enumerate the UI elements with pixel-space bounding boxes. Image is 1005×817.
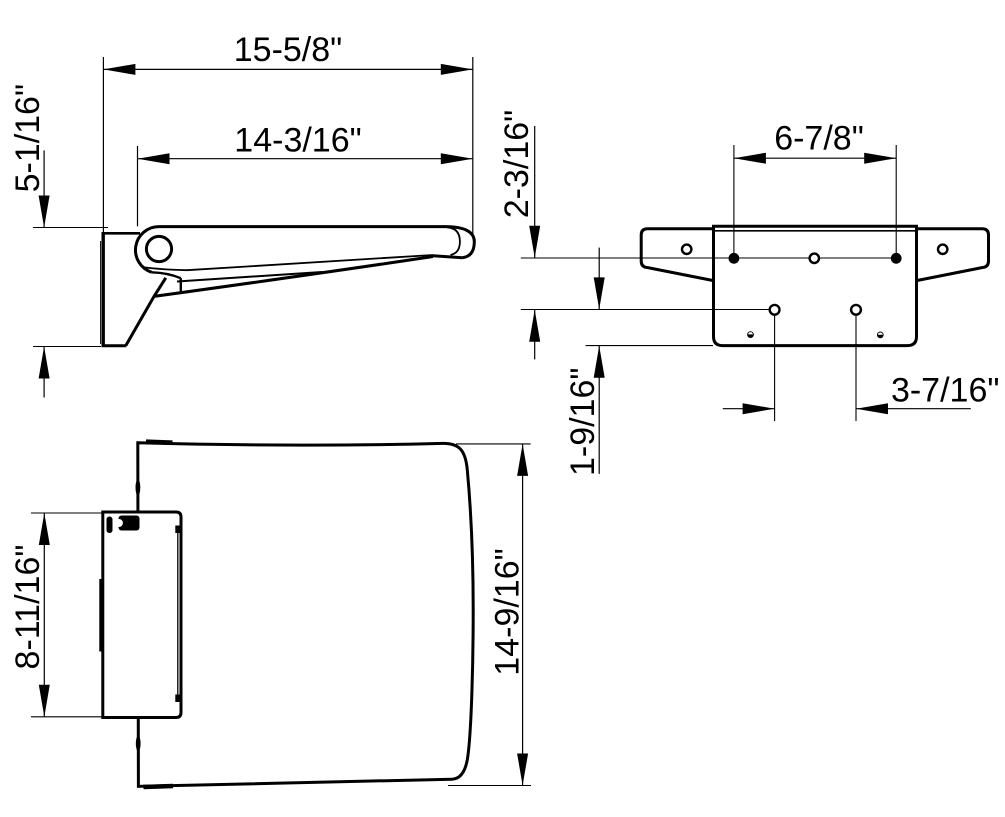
svg-text:14-9/16": 14-9/16" [489,548,527,675]
svg-text:14-3/16": 14-3/16" [234,121,361,159]
svg-text:5-1/16": 5-1/16" [9,84,47,192]
svg-text:8-11/16": 8-11/16" [9,545,47,670]
svg-text:2-3/16": 2-3/16" [498,110,536,218]
svg-text:6-7/8": 6-7/8" [774,120,864,158]
svg-text:15-5/8": 15-5/8" [234,31,342,69]
svg-text:3-7/16": 3-7/16" [891,371,999,409]
svg-text:1-9/16": 1-9/16" [564,368,602,476]
